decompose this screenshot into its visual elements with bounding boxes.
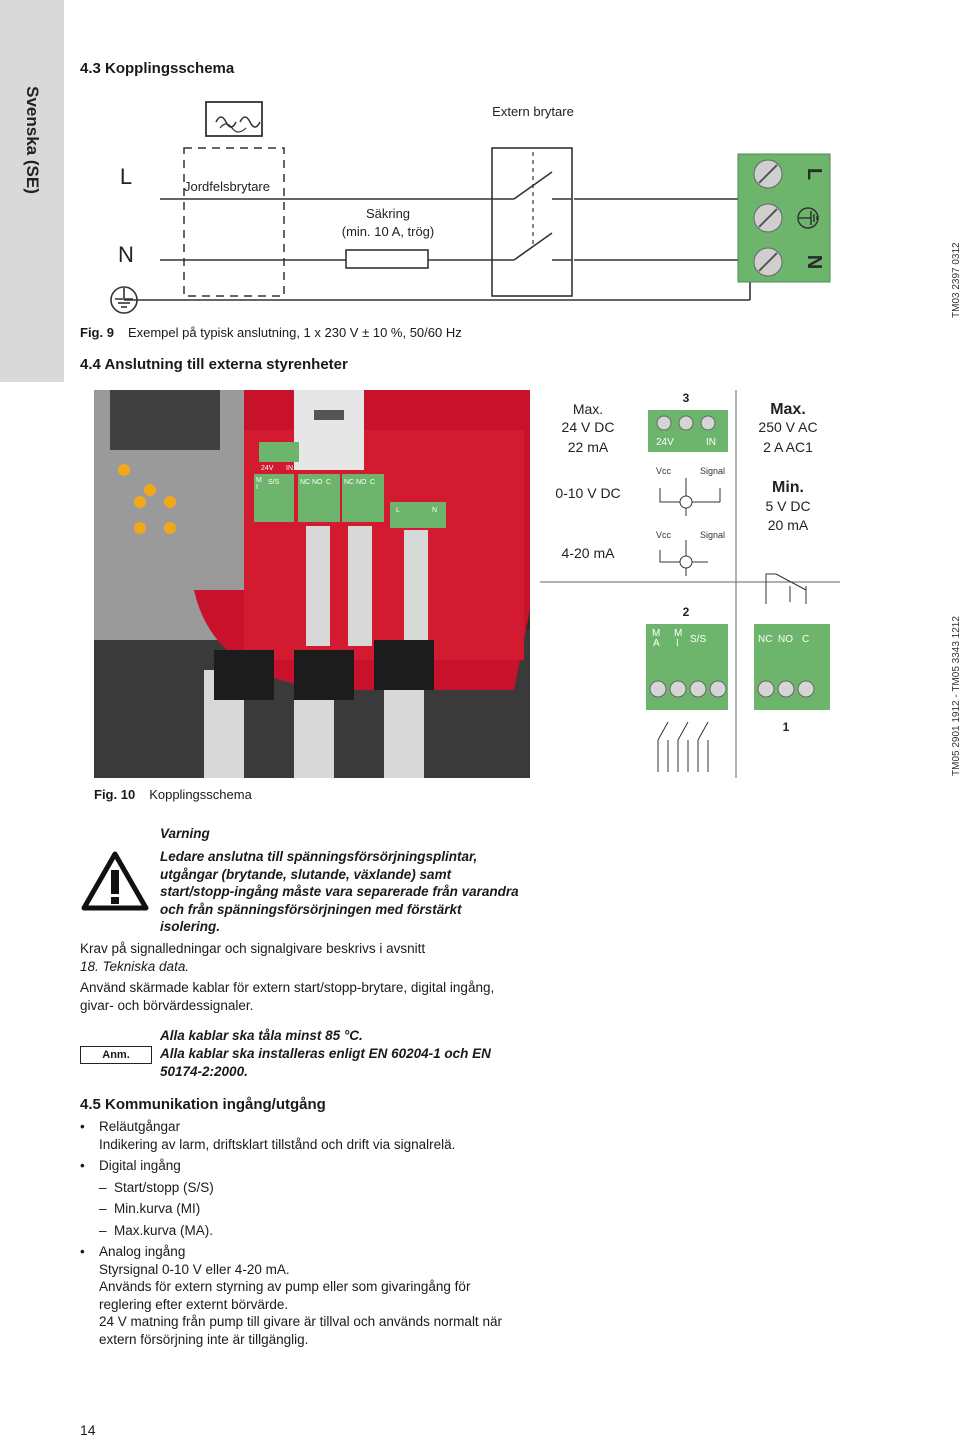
- warning-title: Varning: [160, 826, 210, 841]
- pump-terminal-photo: 24V IN M I S/S NC NO C NC NO C L N: [94, 390, 530, 778]
- io-list: • Reläutgångar Indikering av larm, drift…: [80, 1118, 520, 1350]
- analog-line-1: Styrsignal 0-10 V eller 4-20 mA.: [99, 1261, 290, 1277]
- max-input-current: 22 mA: [568, 439, 609, 455]
- digital-sub-item: –Start/stopp (S/S): [99, 1179, 214, 1195]
- warning-body: Ledare anslutna till spänningsförsörjnin…: [160, 849, 519, 934]
- photo-label-ss: S/S: [268, 479, 280, 486]
- fig10-caption-label: Fig. 10: [94, 787, 136, 802]
- photo-label-nc2: NC: [344, 479, 354, 486]
- fig9-caption-label: Fig. 9: [80, 325, 114, 340]
- note-body: Alla kablar ska tåla minst 85 °C. Alla k…: [160, 1026, 520, 1080]
- photo-label-m: M: [256, 477, 262, 484]
- switch-label: Extern brytare: [492, 104, 574, 119]
- fuse-label-2: (min. 10 A, trög): [342, 224, 434, 239]
- photo-label-nc1: NC: [300, 479, 310, 486]
- digital-item-mi: Min.kurva (MI): [114, 1201, 201, 1216]
- max-output-title: Max.: [770, 401, 806, 418]
- max-input-voltage: 24 V DC: [562, 419, 615, 435]
- digital-sub-item: –Max.kurva (MA).: [99, 1222, 214, 1238]
- range-current: 4-20 mA: [562, 545, 616, 561]
- relay-title: Reläutgångar: [99, 1119, 181, 1134]
- list-item-relay: • Reläutgångar Indikering av larm, drift…: [80, 1118, 520, 1153]
- signal-label-2: Signal: [700, 530, 725, 540]
- section-heading-4-3: 4.3 Kopplingsschema: [80, 60, 235, 77]
- max-output-voltage: 250 V AC: [758, 419, 817, 435]
- fig10-tm-code: TM05 2901 1912 - TM05 3343 1212: [951, 616, 960, 776]
- photo-label-24v: 24V: [261, 465, 274, 472]
- signal-requirements-line-1: Krav på signalledningar och signalgivare…: [80, 941, 426, 956]
- min-output-current: 20 mA: [768, 517, 809, 533]
- fig10-schematic: Max. 24 V DC 22 mA 0-10 V DC 4-20 mA 3 2…: [540, 390, 840, 778]
- terminal-2-ss: S/S: [690, 634, 706, 645]
- shielded-cables-paragraph: Använd skärmade kablar för extern start/…: [80, 980, 495, 1013]
- terminal-label-L: L: [803, 168, 825, 180]
- max-output-current: 2 A AC1: [763, 439, 813, 455]
- range-voltage: 0-10 V DC: [555, 485, 620, 501]
- terminal-label-N: N: [803, 255, 825, 269]
- terminal-2-ma-a: A: [653, 638, 660, 649]
- terminal-1-c: C: [802, 634, 809, 645]
- min-output-title: Min.: [772, 479, 804, 496]
- signal-requirements-reference: 18. Tekniska data.: [80, 958, 190, 974]
- terminal-3-24v: 24V: [656, 437, 674, 448]
- fig9-wiring-diagram: L N Jordfelsbrytare Säkring (min. 10 A, …: [110, 101, 831, 314]
- vcc-label-1: Vcc: [656, 466, 672, 476]
- fig10-caption-text: Kopplingsschema: [149, 787, 252, 802]
- photo-label-n: N: [432, 507, 437, 514]
- fig9-tm-code: TM03 2397 0312: [951, 242, 960, 318]
- fig10-caption: Fig. 10 Kopplingsschema: [94, 787, 252, 802]
- warning-triangle-icon: [81, 851, 149, 911]
- terminal-2-mi-i: I: [676, 638, 679, 649]
- language-label: Svenska (SE): [23, 86, 42, 194]
- terminal-3-number: 3: [683, 391, 690, 405]
- signal-requirements-paragraph: Krav på signalledningar och signalgivare…: [80, 940, 510, 975]
- analog-line-3: 24 V matning från pump till givare är ti…: [99, 1314, 502, 1347]
- digital-title: Digital ingång: [99, 1158, 181, 1173]
- photo-label-no1: NO: [312, 479, 323, 486]
- photo-label-no2: NO: [356, 479, 367, 486]
- rcd-label: Jordfelsbrytare: [184, 179, 270, 194]
- digital-item-ma: Max.kurva (MA).: [114, 1222, 214, 1238]
- note-line-1: Alla kablar ska tåla minst 85 °C.: [160, 1028, 363, 1043]
- terminal-1-no: NO: [778, 634, 793, 645]
- photo-label-l: L: [396, 507, 400, 514]
- relay-description: Indikering av larm, driftsklart tillstån…: [99, 1136, 456, 1152]
- vcc-label-2: Vcc: [656, 530, 672, 540]
- page-number: 14: [80, 1422, 96, 1438]
- list-item-digital: • Digital ingång: [80, 1157, 520, 1175]
- analog-line-2: Används för extern styrning av pump elle…: [99, 1279, 471, 1312]
- min-output-voltage: 5 V DC: [765, 498, 810, 514]
- fuse-label-1: Säkring: [366, 206, 410, 221]
- terminal-1-number: 1: [783, 720, 790, 734]
- photo-label-c2: C: [370, 479, 375, 486]
- note-label-box: Anm.: [80, 1046, 152, 1064]
- signal-label-1: Signal: [700, 466, 725, 476]
- terminal-2-mi-m: M: [674, 628, 682, 639]
- photo-label-i: I: [256, 484, 258, 491]
- terminal-1-nc: NC: [758, 634, 772, 645]
- digital-sub-item: –Min.kurva (MI): [99, 1201, 201, 1216]
- digital-item-ss: Start/stopp (S/S): [114, 1179, 214, 1195]
- analog-title: Analog ingång: [99, 1244, 186, 1259]
- note-line-2: Alla kablar ska installeras enligt EN 60…: [160, 1046, 491, 1079]
- terminal-3-in: IN: [706, 437, 716, 448]
- fig9-label-N: N: [118, 242, 134, 267]
- section-heading-4-5: 4.5 Kommunikation ingång/utgång: [80, 1096, 326, 1113]
- list-item-analog: • Analog ingång Styrsignal 0-10 V eller …: [80, 1243, 520, 1348]
- language-side-tab: Svenska (SE): [0, 0, 64, 382]
- fig9-label-L: L: [120, 164, 132, 189]
- photo-label-in: IN: [286, 465, 293, 472]
- fig9-caption: Fig. 9 Exempel på typisk anslutning, 1 x …: [80, 325, 462, 340]
- fig9-caption-text: Exempel på typisk anslutning, 1 x 230 V …: [127, 325, 462, 340]
- photo-label-c1: C: [326, 479, 331, 486]
- terminal-2-ma-m: M: [652, 628, 660, 639]
- section-heading-4-4: 4.4 Anslutning till externa styrenheter: [80, 356, 348, 373]
- max-input-title: Max.: [573, 401, 603, 417]
- terminal-2-number: 2: [683, 605, 690, 619]
